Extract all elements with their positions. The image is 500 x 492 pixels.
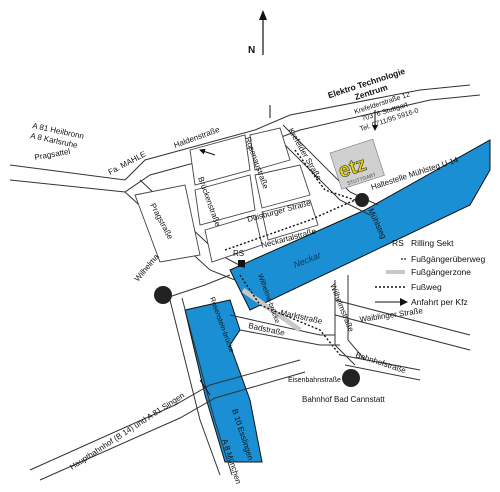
- legend-rs-key: RS: [392, 238, 404, 248]
- legend-zone-label: Fußgängerzone: [411, 267, 471, 277]
- label-wilhelmstrasse: Wilhelmstraße: [328, 282, 356, 333]
- label-bahnhof-bad-cannstatt: Bahnhof Bad Cannstatt: [302, 395, 386, 404]
- stop-bahnhof-icon: [342, 369, 360, 387]
- legend-crossing-icon: [401, 258, 406, 260]
- company-info: Elektro Technologie Zentrum Krefelderstr…: [326, 66, 419, 133]
- neckar-river-upper: [229, 139, 491, 311]
- stop-wilhelma-icon: [154, 286, 172, 304]
- legend: RS Rilling Sekt Fußgängerüberweg Fußgäng…: [375, 238, 485, 307]
- label-hauptbahnhof: Hauptbahnhof (B 14) und A 81 Singen: [68, 391, 186, 472]
- legend-rs-label: Rilling Sekt: [411, 238, 454, 248]
- legend-drive-icon: [375, 298, 408, 306]
- label-wilhelma: Wilhelma: [133, 252, 161, 283]
- label-pragsattel: Pragsattel: [34, 147, 71, 162]
- label-rs: RS: [233, 249, 244, 258]
- stop-muehlsteg-icon: [355, 193, 369, 207]
- footpaths: [224, 149, 356, 356]
- label-bahnhofstrasse: Bahnhofstraße: [354, 350, 407, 375]
- rilling-sekt-icon: [238, 260, 245, 267]
- etz-logo: etz STUTTGART: [329, 138, 385, 190]
- city-blocks: [134, 127, 319, 263]
- legend-drive-label: Anfahrt per Kfz: [411, 297, 468, 307]
- legend-crossing-label: Fußgängerüberweg: [411, 254, 485, 264]
- drive-arrows: [199, 105, 271, 396]
- north-arrow-icon: [259, 10, 267, 55]
- north-label: N: [248, 45, 255, 56]
- legend-footpath-label: Fußweg: [411, 282, 442, 292]
- label-eisenbahnstrasse: Eisenbahnstraße: [288, 377, 341, 384]
